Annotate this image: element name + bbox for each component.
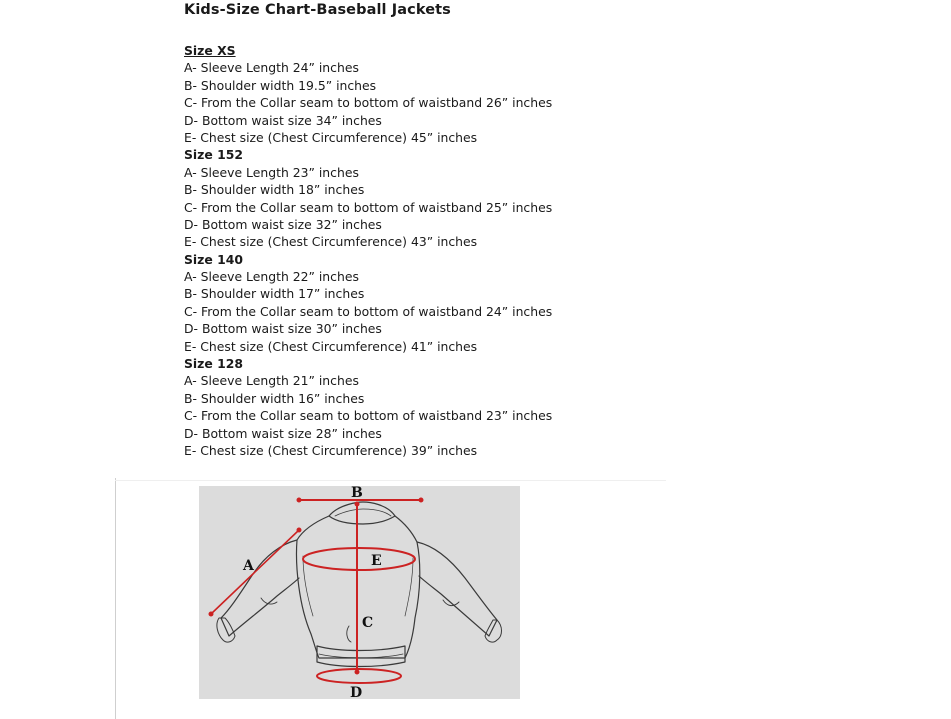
size-list: Size XS A- Sleeve Length 24” inches B- S… — [184, 42, 552, 459]
jacket-collar-rib — [334, 508, 392, 517]
jacket-diagram-svg: B A E C D — [208, 486, 502, 699]
jacket-measurement-diagram: B A E C D — [199, 486, 520, 699]
measure-d-ellipse — [316, 668, 402, 684]
measure-line-chest: E- Chest size (Chest Circumference) 41” … — [184, 338, 478, 354]
measure-b-end-right — [418, 497, 424, 503]
size-block: Size 140 A- Sleeve Length 22” inches B- … — [184, 251, 552, 355]
measure-b-end-left — [296, 497, 302, 503]
measure-line-sleeve: A- Sleeve Length 21” inches — [184, 373, 359, 389]
jacket-fold-left — [260, 597, 278, 605]
jacket-left-sleeve — [220, 539, 300, 637]
measure-line-length: C- From the Collar seam to bottom of wai… — [184, 408, 553, 424]
measure-line-length: C- From the Collar seam to bottom of wai… — [184, 199, 553, 215]
label-d: D — [350, 685, 362, 699]
jacket-right-sleeve — [416, 541, 498, 637]
label-c: C — [362, 615, 373, 631]
measure-c-end-bottom — [354, 669, 360, 675]
measure-line-shoulder: B- Shoulder width 18” inches — [184, 182, 365, 198]
measure-line-sleeve: A- Sleeve Length 23” inches — [184, 164, 359, 180]
measure-line-shoulder: B- Shoulder width 19.5” inches — [184, 77, 377, 93]
label-a: A — [242, 558, 255, 574]
jacket-illustration — [216, 501, 502, 668]
measure-line-waist: D- Bottom waist size 34” inches — [184, 112, 382, 128]
jacket-left-cuff — [216, 617, 236, 643]
size-block: Size 128 A- Sleeve Length 21” inches B- … — [184, 355, 552, 459]
size-heading: Size 152 — [184, 147, 243, 163]
measure-line-sleeve: A- Sleeve Length 22” inches — [184, 269, 359, 285]
measure-line-chest: E- Chest size (Chest Circumference) 45” … — [184, 129, 478, 145]
document-title: Kids-Size Chart-Baseball Jackets — [184, 2, 451, 18]
page-margin-rule — [115, 478, 116, 719]
measure-line-chest: E- Chest size (Chest Circumference) 43” … — [184, 234, 478, 250]
jacket-fold-center — [346, 625, 352, 643]
measure-line-waist: D- Bottom waist size 30” inches — [184, 321, 382, 337]
measure-line-waist: D- Bottom waist size 32” inches — [184, 216, 382, 232]
measure-line-length: C- From the Collar seam to bottom of wai… — [184, 95, 553, 111]
jacket-waistband-rib — [318, 653, 404, 659]
jacket-right-cuff — [484, 619, 502, 643]
measure-line-waist: D- Bottom waist size 28” inches — [184, 425, 382, 441]
jacket-waistband — [316, 645, 406, 668]
size-heading: Size 128 — [184, 356, 243, 372]
jacket-fold-right — [442, 599, 460, 607]
measurement-overlays — [208, 497, 424, 684]
measure-a-end-top — [296, 527, 302, 533]
measure-a-end-bottom — [208, 611, 214, 617]
image-frame-rule — [115, 480, 666, 481]
size-heading: Size 140 — [184, 251, 243, 267]
size-block: Size 152 A- Sleeve Length 23” inches B- … — [184, 146, 552, 250]
size-heading: Size XS — [184, 43, 236, 58]
measure-a-line — [210, 529, 300, 615]
measure-line-shoulder: B- Shoulder width 17” inches — [184, 286, 365, 302]
measure-line-shoulder: B- Shoulder width 16” inches — [184, 390, 365, 406]
size-block: Size XS A- Sleeve Length 24” inches B- S… — [184, 42, 552, 146]
measure-c-end-top — [354, 501, 360, 507]
jacket-seam-right — [404, 557, 414, 617]
label-b: B — [351, 486, 363, 501]
jacket-body — [295, 515, 421, 659]
label-e: E — [371, 553, 382, 569]
measure-line-length: C- From the Collar seam to bottom of wai… — [184, 303, 553, 319]
measure-line-sleeve: A- Sleeve Length 24” inches — [184, 60, 359, 76]
measure-e-ellipse — [302, 547, 416, 571]
measure-line-chest: E- Chest size (Chest Circumference) 39” … — [184, 442, 478, 458]
